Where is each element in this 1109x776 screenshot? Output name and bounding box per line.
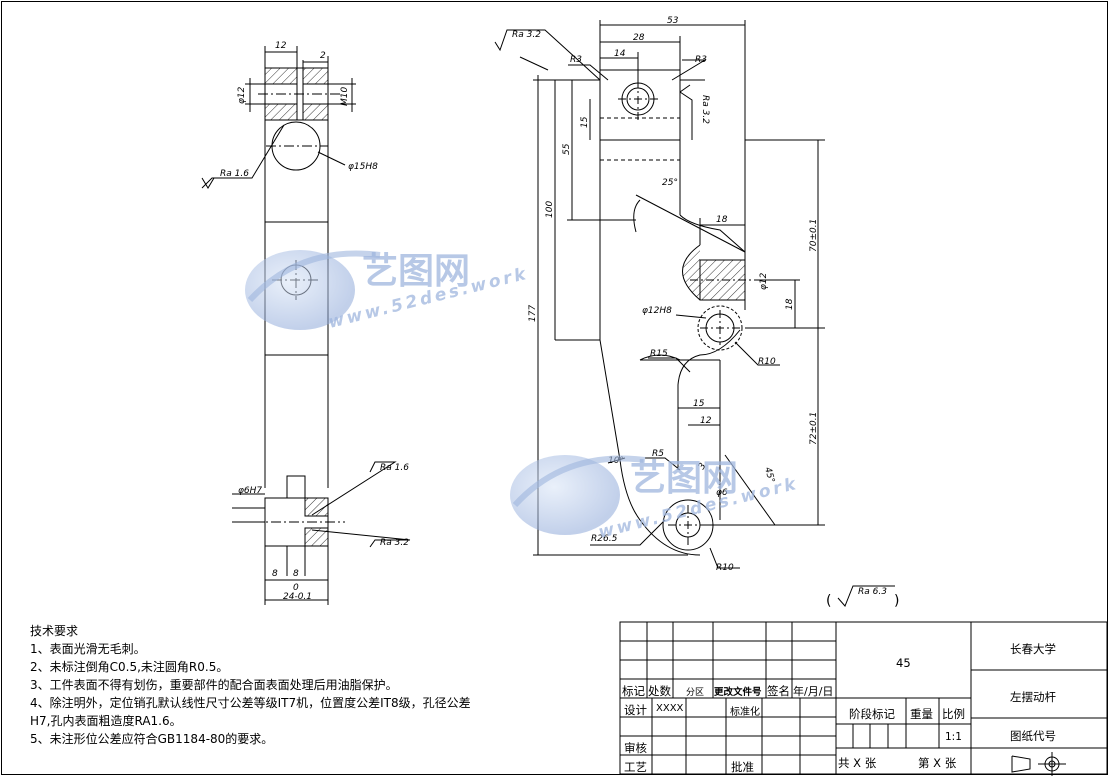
tb-count: 处数 [648,684,671,698]
dim-55: 55 [562,143,572,155]
r26-5: R26.5 [591,534,618,544]
dim-m10: M10 [340,87,350,106]
ra-paren-open: ( [826,593,831,609]
watermark-brand-2: 艺图网 [630,458,738,499]
tb-drawing-no-label: 图纸代号 [1010,729,1056,743]
dim-24: 24-0.1 [283,592,312,602]
tech-req-item-6: 5、未注形位公差应符合GB1184-80的要求。 [30,732,274,746]
dim-15: 15 [580,116,590,128]
tb-date: 年/月/日 [793,685,834,698]
ra-6-3: Ra 6.3 [858,587,887,597]
r10-mid: R10 [758,357,776,367]
tb-part-name: 左摆动杆 [1010,690,1056,704]
dim-177: 177 [528,305,538,322]
dim-8b: 8 [293,569,299,579]
tech-req-item-1: 1、表面光滑无毛刺。 [30,642,146,656]
tb-weight-label: 重量 [910,707,933,721]
dim-100: 100 [545,201,555,218]
dim-18-mid: 18 [785,298,795,310]
dim-3: 3 [697,461,709,471]
angle-45: 45° [762,466,776,484]
dim-2: 2 [320,51,326,61]
tb-review-label: 审核 [624,741,647,755]
tb-standardize: 标准化 [730,707,760,718]
ra-3-2-bottom: Ra 3.2 [380,538,409,548]
dim-phi6h7: φ6H7 [238,486,262,496]
dim-70: 70±0.1 [809,219,819,252]
ra-3-2-side: Ra 3.2 [700,95,710,124]
tb-sheets: 共 X 张 [838,756,877,770]
tb-design-label: 设计 [624,703,647,717]
tb-stage-label: 阶段标记 [849,707,895,721]
tb-sheet-no: 第 X 张 [918,756,957,770]
dim-phi6: φ6 [716,488,728,498]
tech-req-item-2: 2、未标注倒角C0.5,未注圆角R0.5。 [30,660,229,674]
dim-phi15h8: φ15H8 [348,162,378,172]
dim-14: 14 [614,49,626,59]
dim-0: 0 [293,583,299,593]
tb-change-doc: 更改文件号 [714,687,762,698]
watermark-top: 艺图网 www.52des.work [245,250,531,333]
dim-18-top: 18 [716,215,728,225]
tech-req-item-3: 3、工件表面不得有划伤，重要部件的配合面表面处理后用油脂保护。 [30,678,398,692]
tb-school: 长春大学 [1010,642,1056,656]
dim-28: 28 [633,33,645,43]
angle-25: 25° [662,178,678,188]
r10-bot: R10 [716,563,734,573]
front-view [494,20,895,607]
tb-approve-label: 批准 [731,760,754,774]
dim-12: 12 [275,41,287,51]
tech-req-item-5: H7,孔内表面粗造度RA1.6。 [30,714,182,728]
dim-phi12-side: φ12 [759,272,769,290]
ra-1-6-bottom: Ra 1.6 [380,463,409,473]
side-view [201,46,411,605]
dim-12-bot: 12 [700,416,712,426]
tb-mark: 标记 [622,684,645,698]
side-view-labels: 12 2 φ12 M10 φ15H8 Ra 1.6 Ra 1.6 Ra 3.2 … [220,41,409,602]
r3-left: R3 [570,55,582,65]
watermark-brand: 艺图网 [362,251,470,292]
dim-phi12h8: φ12H8 [642,306,672,316]
ra-1-6-top: Ra 1.6 [220,169,249,179]
dim-53: 53 [667,16,679,26]
tb-designer: XXXX [656,703,684,714]
tech-req-title: 技术要求 [30,624,79,638]
dim-15-bot: 15 [693,399,705,409]
ra-3-2-top: Ra 3.2 [512,30,541,40]
r5: R5 [652,449,664,459]
tb-sign: 签名 [767,684,790,698]
r15: R15 [650,349,668,359]
dim-8a: 8 [272,569,278,579]
tb-process-label: 工艺 [624,760,647,774]
dim-72: 72±0.1 [809,412,819,445]
ra-paren-close: ) [894,593,899,609]
dim-phi12: φ12 [237,86,247,104]
r3-right: R3 [695,55,707,65]
tb-scale-label: 比例 [942,707,965,721]
tb-scale: 1:1 [945,731,962,743]
tech-req-item-4: 4、除注明外，定位销孔默认线性尺寸公差等级IT7机，位置度公差IT8级，孔径公差 [30,696,471,710]
technical-requirements: 技术要求 1、表面光滑无毛刺。 2、未标注倒角C0.5,未注圆角R0.5。 3、… [30,622,590,748]
tb-material: 45 [896,656,911,670]
title-block-grid [619,621,1108,776]
tb-zone: 分区 [686,688,705,698]
